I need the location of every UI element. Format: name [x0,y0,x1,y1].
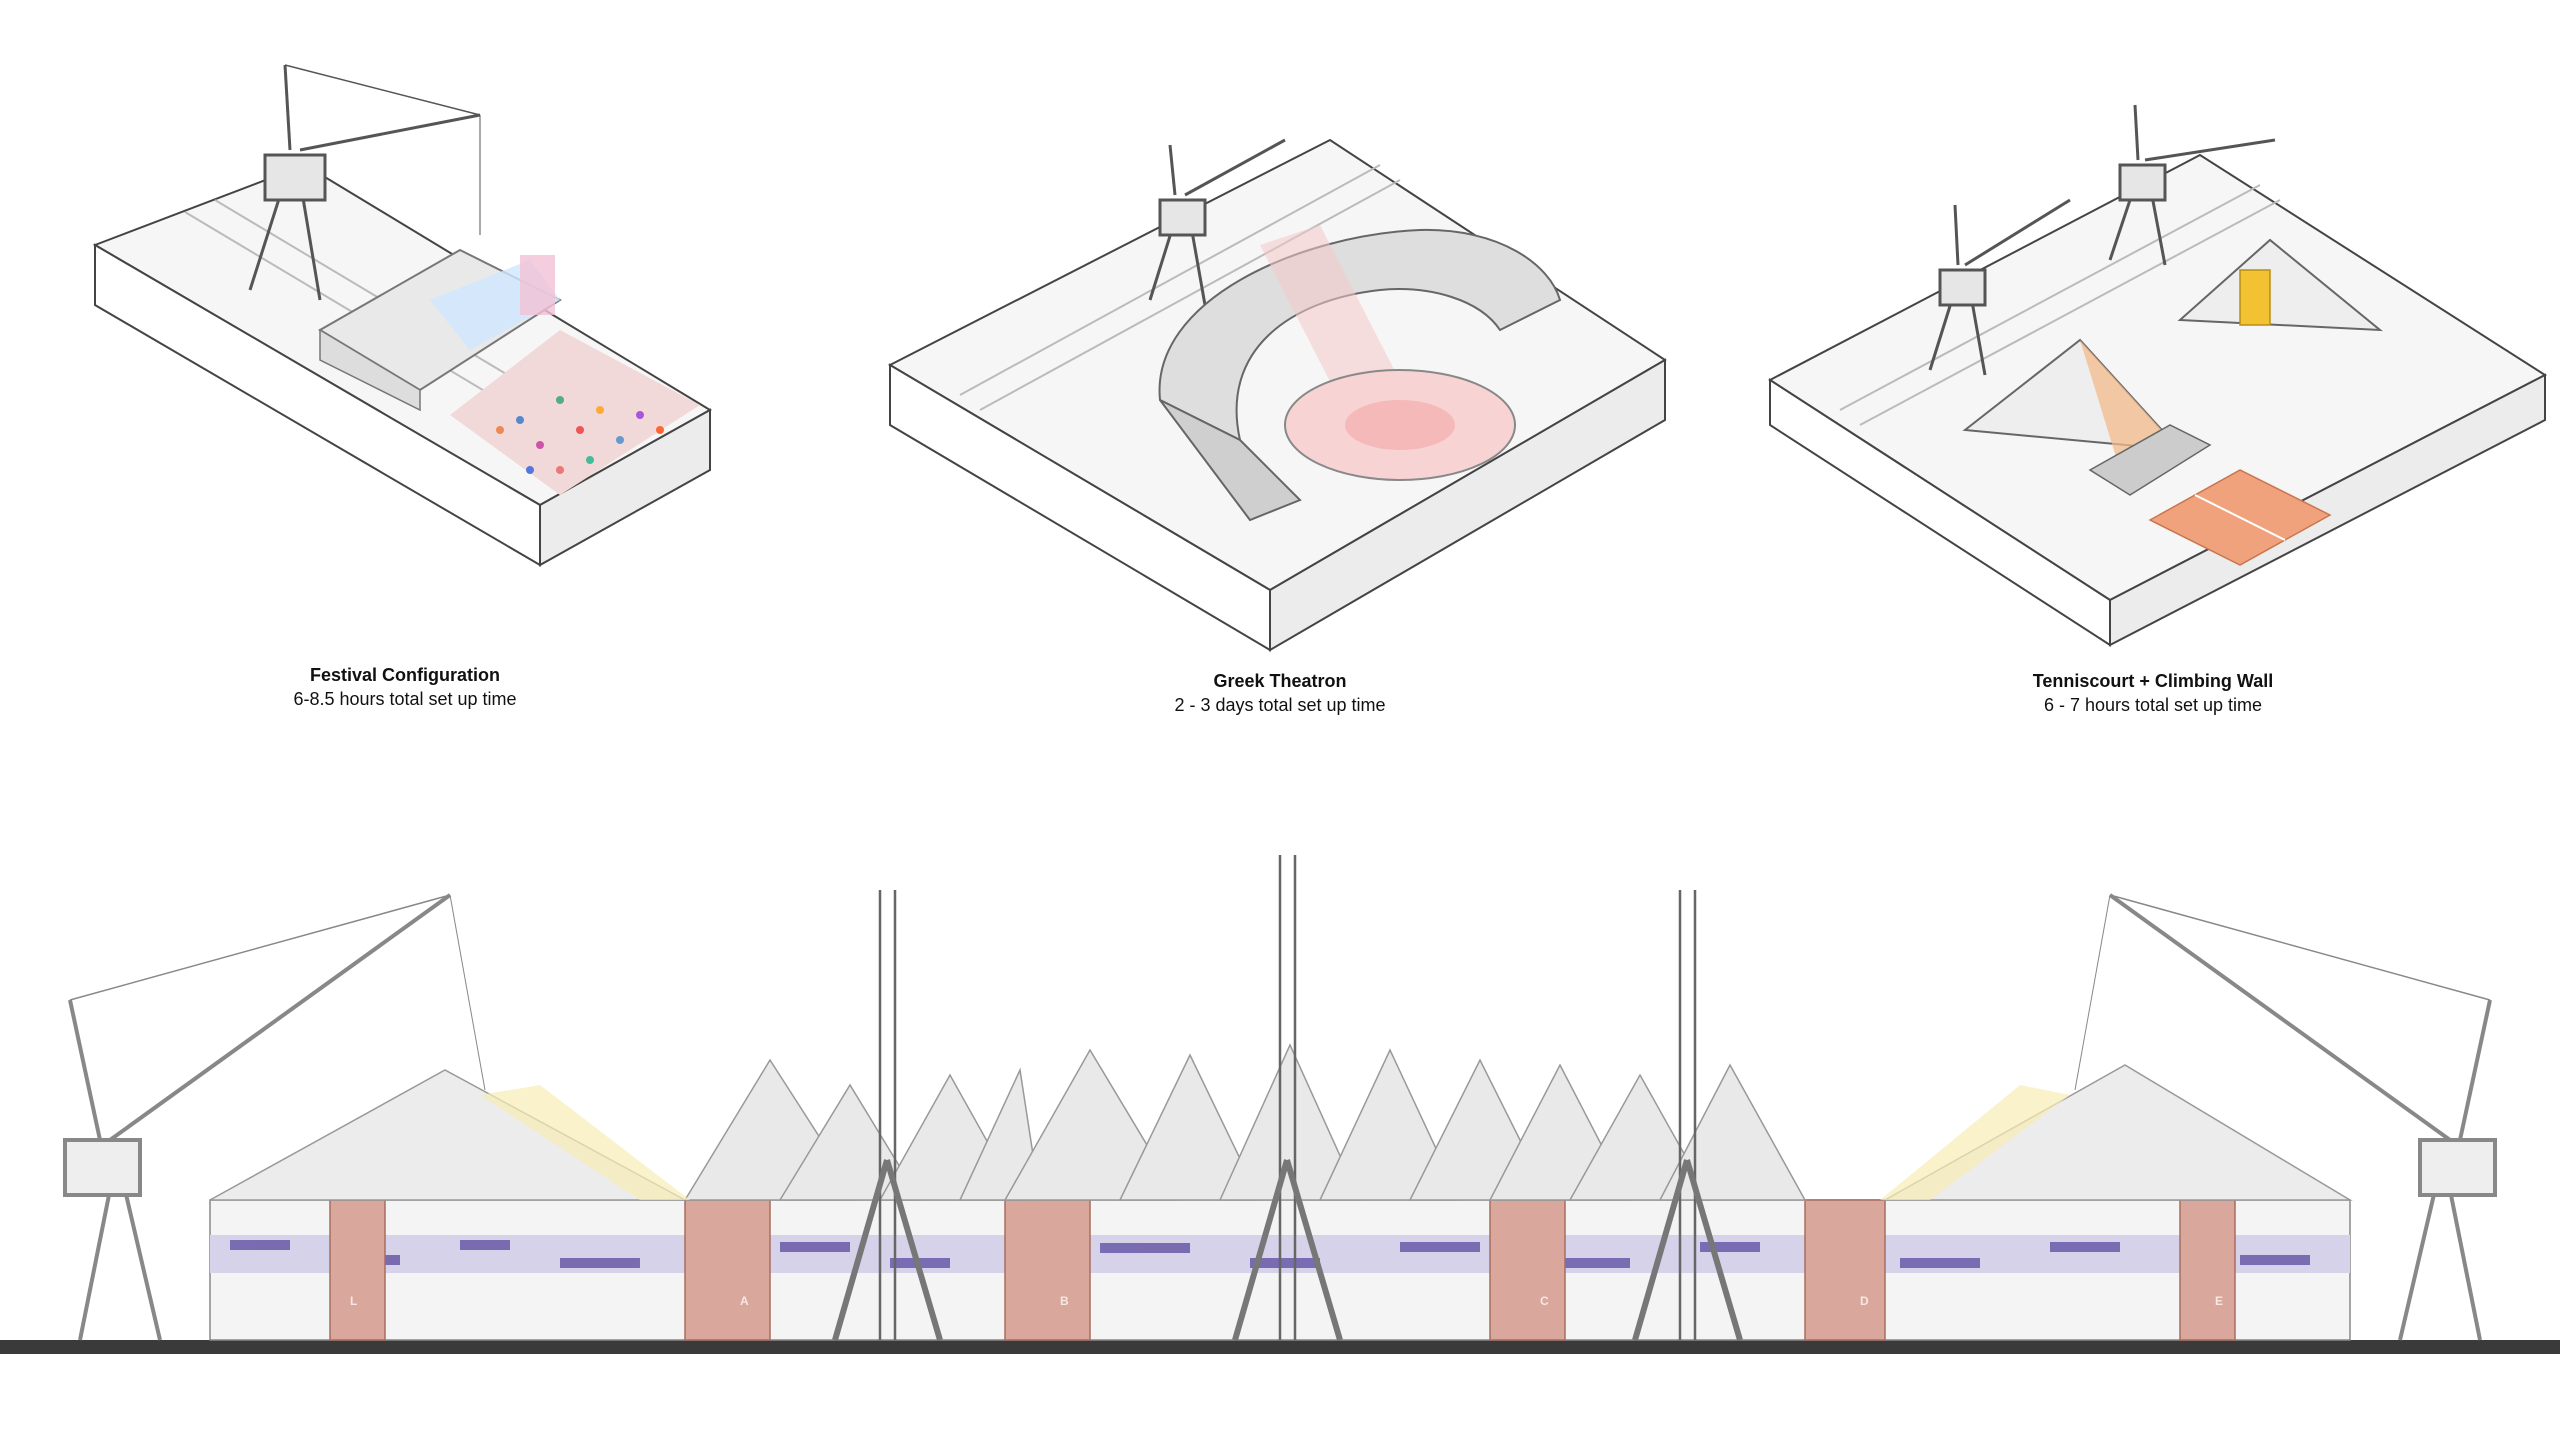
caption-theatron: Greek Theatron 2 - 3 days total set up t… [1020,669,1540,717]
climbing-wall [2239,269,2271,326]
folded-roof [683,1043,1807,1201]
section-label-c: C [1540,1294,1549,1308]
theatron-diagram [887,138,1667,652]
crane-icon [63,893,486,1341]
lattice-mast-icon [878,855,1697,1340]
festival-diagram [92,64,712,567]
crowd-icon [496,396,664,474]
crane-icon [1148,138,1286,306]
section-label-e: E [2215,1294,2223,1308]
stadium-elevation: L A B C D E [0,855,2560,1354]
tennis-diagram [1768,104,2548,647]
section-label-d: D [1860,1294,1869,1308]
caption-title: Tenniscourt + Climbing Wall [2032,671,2274,691]
crane-icon [2108,104,2276,266]
caption-subtitle: 2 - 3 days total set up time [1174,695,1386,715]
caption-festival: Festival Configuration 6-8.5 hours total… [145,663,665,711]
section-label-b: B [1060,1294,1069,1308]
caption-tennis: Tenniscourt + Climbing Wall 6 - 7 hours … [1893,669,2413,717]
section-label-l: L [350,1294,357,1308]
crane-icon [248,64,481,301]
caption-subtitle: 6 - 7 hours total set up time [2043,695,2263,715]
crane-icon [1928,198,2071,376]
caption-title: Greek Theatron [1213,671,1347,691]
section-label-a: A [740,1294,749,1308]
caption-title: Festival Configuration [309,665,500,685]
caption-subtitle: 6-8.5 hours total set up time [293,689,517,709]
crane-icon [2074,893,2497,1341]
